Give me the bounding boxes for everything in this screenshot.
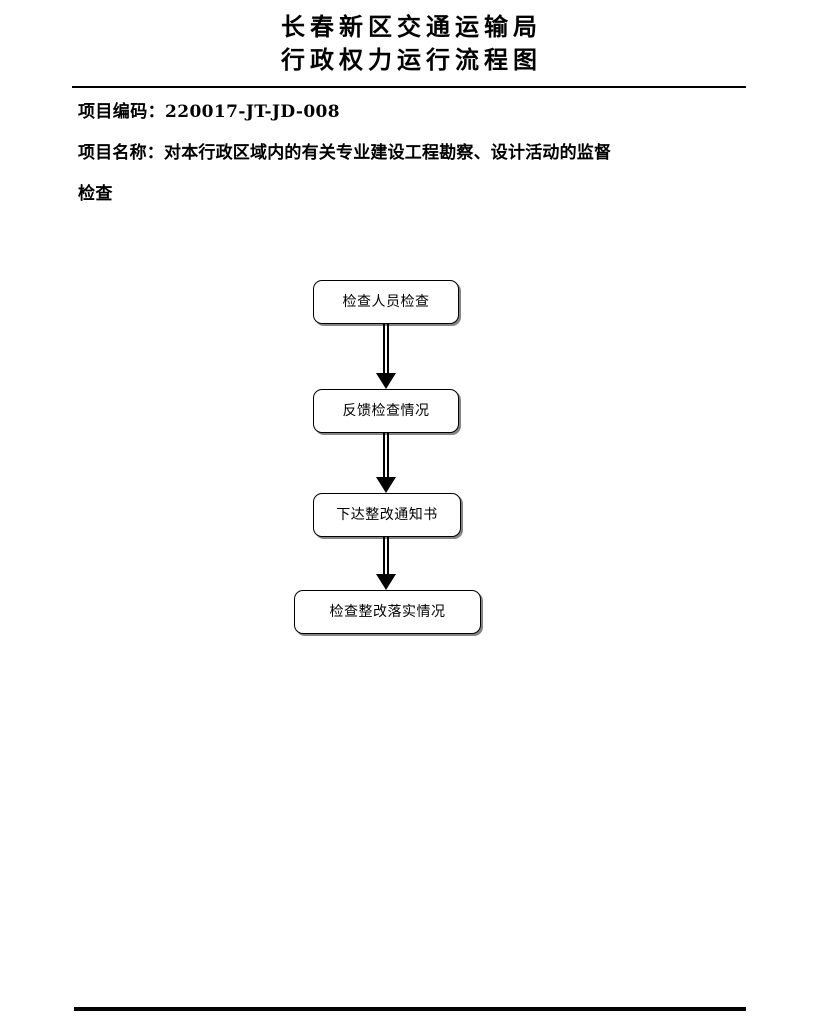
flow-node-feedback-inspection-status[interactable]: 反馈检查情况 (313, 389, 459, 433)
arrow-head-down-icon (376, 373, 396, 389)
project-metadata: 项目编码：220017-JT-JD-008 项目名称：对本行政区域内的有关专业建… (78, 92, 758, 215)
flow-node-label: 检查整改落实情况 (329, 604, 446, 620)
header-org-title: 长春新区交通运输局 (281, 12, 542, 41)
arrow-shaft (383, 537, 389, 575)
flow-arrow-3 (376, 537, 396, 590)
arrow-head-down-icon (376, 477, 396, 493)
flow-node-label: 检查人员检查 (342, 294, 430, 310)
flow-node-inspection-personnel-check[interactable]: 检查人员检查 (313, 280, 459, 324)
arrow-shaft (383, 433, 389, 478)
flow-node-issue-rectification-notice[interactable]: 下达整改通知书 (313, 493, 461, 537)
arrow-shaft (383, 324, 389, 374)
flow-arrow-1 (376, 324, 396, 389)
flow-node-check-rectification-implementation[interactable]: 检查整改落实情况 (294, 590, 481, 634)
header-divider (72, 86, 746, 88)
project-name-line-2: 检查 (78, 184, 113, 204)
flow-node-label: 反馈检查情况 (342, 403, 430, 419)
header-doc-title: 行政权力运行流程图 (281, 45, 542, 74)
project-code: 项目编码：220017-JT-JD-008 (78, 102, 341, 122)
flow-arrow-2 (376, 433, 396, 493)
footer-divider (74, 1007, 746, 1011)
project-name-line-1: 项目名称：对本行政区域内的有关专业建设工程勘察、设计活动的监督 (78, 143, 612, 163)
flow-node-label: 下达整改通知书 (336, 507, 438, 523)
arrow-head-down-icon (376, 574, 396, 590)
document-header: 长春新区交通运输局 行政权力运行流程图 (0, 10, 823, 76)
